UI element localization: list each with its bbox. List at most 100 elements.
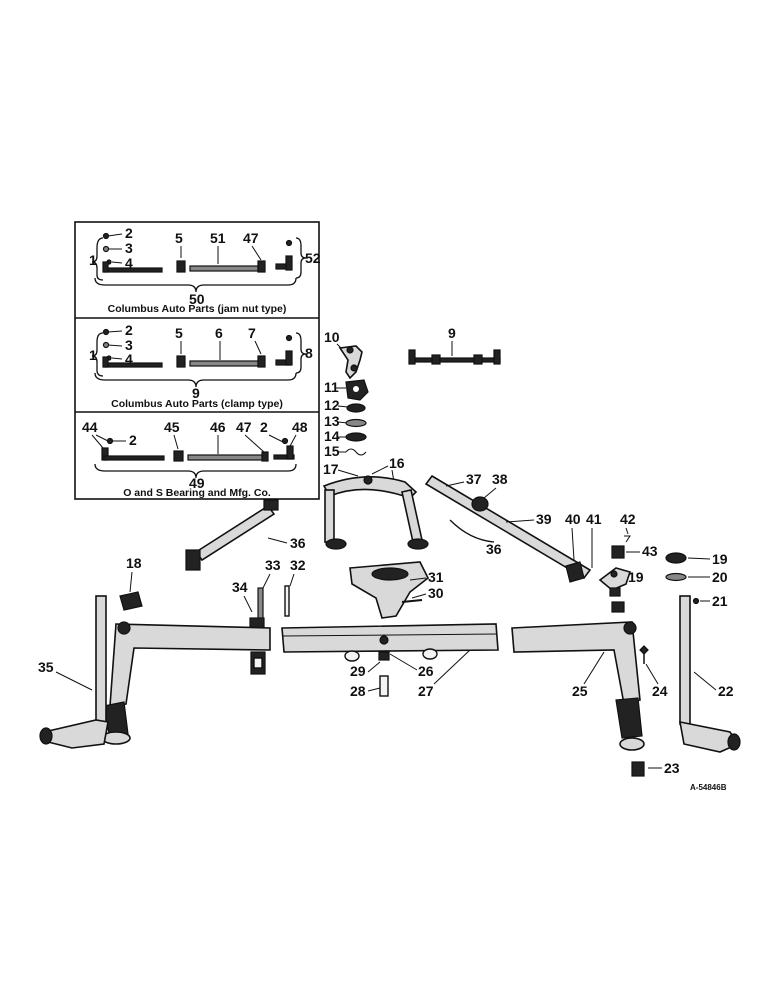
leader-line: [433, 649, 471, 685]
right-small-parts: 42 43 19 19 20 21: [598, 511, 728, 613]
leader-line: [409, 577, 427, 581]
part-dot: [102, 245, 110, 253]
leader-line: [445, 481, 465, 487]
nut: [611, 545, 625, 559]
callout-5: 5: [175, 230, 183, 246]
leader-line: [91, 434, 104, 449]
leader-line: [254, 340, 262, 355]
kingpin-boss: [117, 621, 131, 635]
leader-line: [111, 261, 123, 264]
callout-9: 9: [448, 325, 456, 341]
block: [609, 587, 621, 597]
jam-nut: [176, 260, 186, 273]
leader-line: [367, 661, 381, 673]
callout-22: 22: [718, 683, 734, 699]
callout-30: 30: [428, 585, 444, 601]
bolt: [257, 587, 264, 623]
callout-25: 25: [572, 683, 588, 699]
assembly-number-9: 9: [192, 385, 200, 401]
yoke-eye: [407, 538, 429, 550]
leader-line: [243, 595, 253, 613]
callout-23: 23: [664, 760, 680, 776]
leader-line: [583, 651, 605, 685]
washer: [346, 403, 366, 413]
tie-rod-o-and-s-assembly: 44 2 45 46 47 2 48 49 O an: [82, 419, 308, 499]
left-axle: [109, 623, 271, 707]
brace: [449, 519, 495, 543]
clamp: [431, 354, 441, 365]
shim: [345, 418, 367, 428]
tube: [189, 265, 259, 272]
leader-line: [337, 469, 359, 477]
callout-18: 18: [126, 555, 142, 571]
rod-fork: [185, 549, 201, 571]
callout-2: 2: [125, 225, 133, 241]
bracket-31: [349, 561, 430, 619]
callout-2: 2: [260, 419, 268, 435]
brace: [295, 237, 307, 279]
part-dot: [106, 437, 114, 445]
callout-40: 40: [565, 511, 581, 527]
callout-3: 3: [125, 240, 133, 256]
tie-rod-end: [285, 255, 293, 271]
grease-fitting: [639, 645, 649, 655]
leader-line: [107, 330, 123, 333]
callout-38: 38: [492, 471, 508, 487]
part-dot: [363, 475, 373, 485]
pin-28: [379, 675, 389, 697]
callout-2: 2: [125, 322, 133, 338]
tie-rod-end: [408, 349, 416, 365]
callout-16: 16: [389, 455, 405, 471]
spindle-22: [679, 595, 691, 725]
yoke-leg: [401, 489, 423, 543]
tie-rod-assembly: [409, 357, 501, 363]
bushing: [611, 601, 625, 613]
callout-41: 41: [586, 511, 602, 527]
rod-end: [263, 499, 279, 511]
spacer: [345, 432, 367, 442]
callout-46: 46: [210, 419, 226, 435]
spindle-arm: [42, 719, 109, 749]
leader-line: [411, 593, 427, 599]
part-dot: [102, 328, 110, 336]
callout-29: 29: [350, 663, 366, 679]
callout-27: 27: [418, 683, 434, 699]
part-dot: [346, 346, 354, 354]
callout-19: 19: [712, 551, 728, 567]
left-axle-assembly: 35: [38, 595, 271, 749]
callout-42: 42: [620, 511, 636, 527]
tie-rod-end: [103, 455, 165, 461]
inset-caption-jam-nut: Columbus Auto Parts (jam nut type): [108, 303, 287, 315]
leader-line: [251, 245, 262, 261]
callout-47: 47: [243, 230, 259, 246]
part-dot: [285, 239, 293, 247]
center-axle: 29 26 27 28: [281, 623, 499, 699]
cotter-pin: [345, 448, 367, 456]
radius-rod: [194, 504, 276, 562]
steering-arm-group: 10 9 11 12 13 14 15 16 17: [323, 325, 501, 483]
spindle-arm: [679, 720, 740, 753]
inset-caption-o-and-s: O and S Bearing and Mfg. Co.: [123, 487, 271, 499]
callout-19: 19: [628, 569, 644, 585]
spindle-35: [95, 595, 107, 725]
yoke-arch: [322, 476, 418, 499]
callout-1: 1: [89, 347, 97, 363]
leader-line: [367, 687, 381, 692]
leader-line: [267, 537, 288, 544]
part-dot: [350, 364, 358, 372]
part-dot: [102, 232, 110, 240]
radius-rod-yoke: [322, 475, 429, 550]
callout-52: 52: [305, 250, 321, 266]
radius-rod: [424, 474, 592, 580]
reference-code: A-54846B: [690, 783, 727, 792]
axle-edge: [282, 633, 498, 637]
tie-rod-end: [286, 445, 294, 460]
clamp: [473, 354, 483, 365]
leader-line: [55, 671, 93, 691]
leader-line: [107, 344, 123, 347]
callout-7: 7: [248, 325, 256, 341]
callout-33: 33: [265, 557, 281, 573]
callout-36: 36: [290, 535, 306, 551]
leader-line: [261, 573, 271, 591]
